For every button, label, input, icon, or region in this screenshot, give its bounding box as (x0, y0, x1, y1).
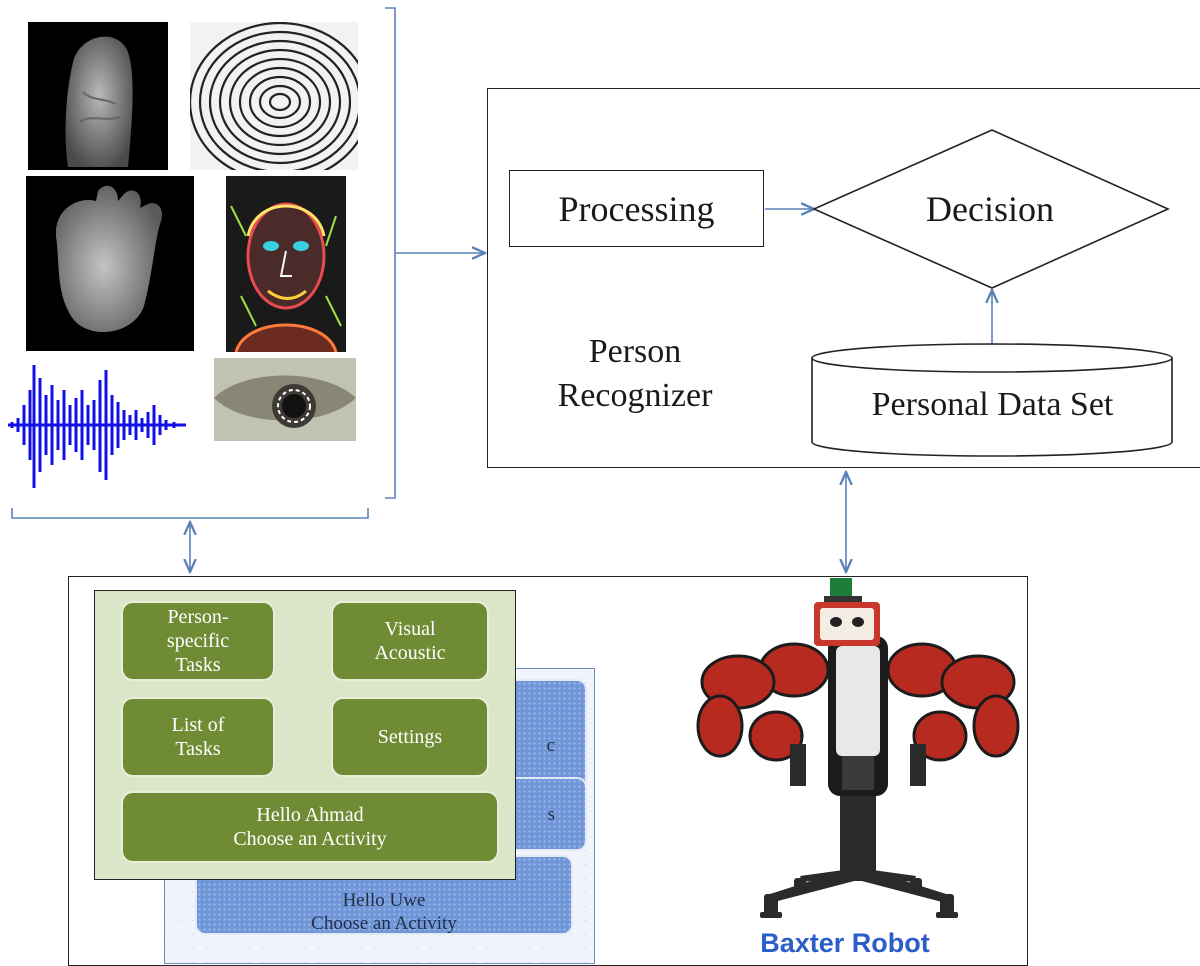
voice-waveform-image (8, 360, 186, 490)
person-recognizer-panel (487, 88, 1200, 468)
person-specific-tasks-button[interactable]: Person- specific Tasks (121, 601, 275, 681)
hello-ahmad-greeting-button[interactable]: Hello Ahmad Choose an Activity (121, 791, 499, 863)
visual-acoustic-line-1: Visual (384, 618, 436, 640)
person-specific-tasks-line-3: Tasks (175, 654, 221, 676)
visual-acoustic-button[interactable]: Visual Acoustic (331, 601, 489, 681)
settings-button[interactable]: Settings (331, 697, 489, 777)
list-of-tasks-line-1: List of (171, 714, 225, 736)
visual-acoustic-line-2: Acoustic (374, 642, 446, 664)
baxter-robot-caption: Baxter Robot (760, 928, 930, 958)
green-ui-screen: Person- specific Tasks Visual Acoustic L… (94, 590, 516, 880)
iris-image (214, 358, 356, 441)
personal-data-set-label: Personal Data Set (871, 386, 1114, 423)
processing-label: Processing (558, 188, 715, 229)
modality-bottom-brace (11, 508, 369, 519)
finger-vein-image (28, 22, 168, 170)
blue-ui-greeting-line-2: Choose an Activity (311, 913, 457, 934)
baxter-robot-image (690, 576, 1020, 922)
blue-ui-button-middle-label: s (547, 803, 555, 825)
list-of-tasks-line-2: Tasks (175, 738, 221, 760)
settings-label: Settings (377, 726, 443, 748)
person-specific-tasks-line-2: specific (166, 630, 230, 652)
processing-box: Processing (509, 170, 764, 247)
modality-right-brace (385, 7, 396, 499)
decision-label: Decision (926, 189, 1054, 229)
recognizer-title-line-2: Recognizer (557, 377, 713, 414)
face-image (226, 176, 346, 352)
hello-ahmad-line-2: Choose an Activity (233, 828, 387, 850)
recognizer-title-line-1: Person (588, 333, 682, 370)
hello-ahmad-line-1: Hello Ahmad (256, 804, 364, 826)
palm-vein-image (26, 176, 194, 351)
blue-ui-greeting-line-1: Hello Uwe (342, 890, 426, 911)
person-recognizer-title: Person Recognizer (530, 330, 740, 418)
fingerprint-image (190, 22, 358, 170)
person-specific-tasks-line-1: Person- (167, 606, 229, 628)
list-of-tasks-button[interactable]: List of Tasks (121, 697, 275, 777)
blue-ui-button-top-label: c (546, 734, 555, 756)
